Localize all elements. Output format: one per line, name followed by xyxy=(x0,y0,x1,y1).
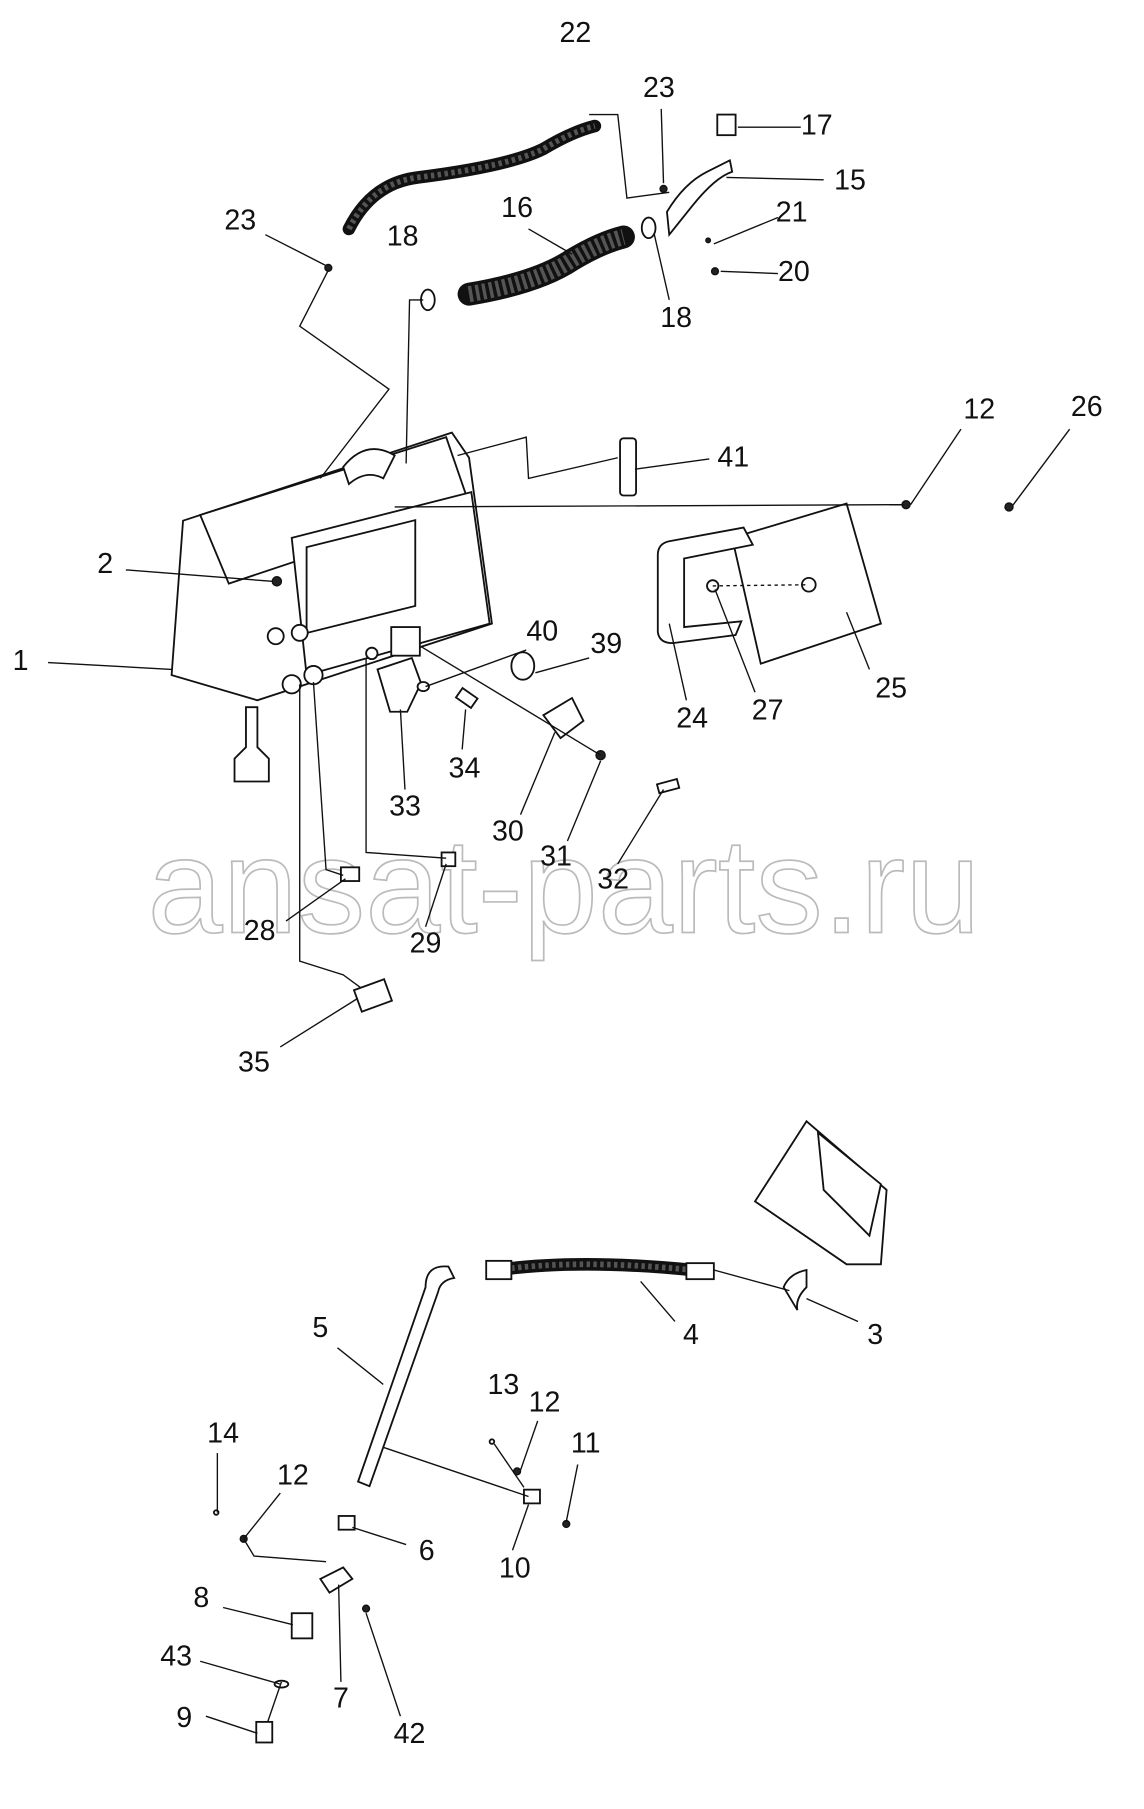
callout: 26 xyxy=(1071,391,1103,423)
callout: 23 xyxy=(224,205,256,237)
callout: 2 xyxy=(97,548,113,580)
callout: 20 xyxy=(778,256,810,288)
tank-assembly xyxy=(170,431,493,783)
callout: 5 xyxy=(312,1312,328,1344)
callout: 11 xyxy=(571,1428,601,1460)
callout: 7 xyxy=(333,1683,349,1715)
leader-lines-lower xyxy=(200,1269,859,1734)
callout: 13 xyxy=(487,1369,519,1401)
leader-lines xyxy=(48,108,1071,1048)
callout: 43 xyxy=(160,1640,192,1672)
gasket-24 xyxy=(656,526,755,645)
callout: 34 xyxy=(449,753,481,785)
callout: 32 xyxy=(597,864,629,896)
callout: 12 xyxy=(529,1386,561,1418)
callout: 27 xyxy=(752,694,784,726)
callout: 24 xyxy=(676,702,708,734)
callout: 22 xyxy=(560,17,592,49)
callout: 12 xyxy=(963,393,995,425)
callout: 9 xyxy=(176,1702,192,1734)
callout: 16 xyxy=(501,192,533,224)
callout: 6 xyxy=(419,1535,435,1567)
callout: 1 xyxy=(13,645,29,677)
callout: 10 xyxy=(499,1552,531,1584)
callout: 39 xyxy=(590,628,622,660)
lower-assembly xyxy=(213,1119,888,1744)
callout: 3 xyxy=(867,1319,883,1351)
callout: 18 xyxy=(660,302,692,334)
callout: 30 xyxy=(492,816,524,848)
callout: 33 xyxy=(389,790,421,822)
callout: 18 xyxy=(387,221,419,253)
callout: 40 xyxy=(526,615,558,647)
callout: 42 xyxy=(394,1718,426,1750)
callout: 41 xyxy=(717,441,749,473)
pipe-5 xyxy=(356,1265,456,1488)
callout: 4 xyxy=(683,1319,699,1351)
callout: 31 xyxy=(540,841,572,873)
callout: 29 xyxy=(410,928,442,960)
callout: 12 xyxy=(277,1460,309,1492)
callout: 35 xyxy=(238,1047,270,1079)
callout: 14 xyxy=(207,1417,239,1449)
callout: 8 xyxy=(193,1582,209,1614)
callout: 15 xyxy=(834,165,866,197)
callouts: 22 23 17 15 23 16 18 21 20 18 12 26 41 2… xyxy=(13,17,1103,1750)
callout: 28 xyxy=(244,915,276,947)
callout: 17 xyxy=(801,110,833,142)
watermark: ansat-parts.ru xyxy=(148,811,981,962)
callout: 21 xyxy=(776,197,808,229)
callout: 23 xyxy=(643,72,675,104)
callout: 25 xyxy=(875,673,907,705)
